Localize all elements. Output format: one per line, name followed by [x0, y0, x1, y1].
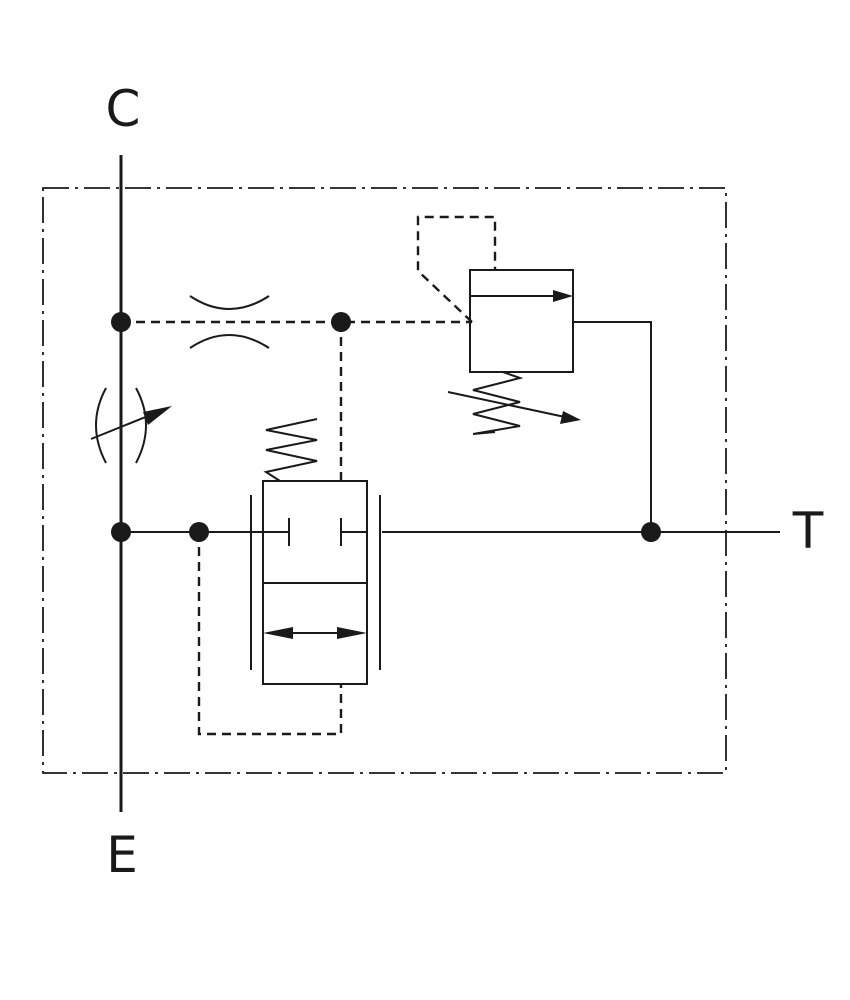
junction-dot	[111, 522, 131, 542]
variable-throttle	[90, 387, 172, 464]
junction-dot	[331, 312, 351, 332]
junction-dot	[111, 312, 131, 332]
port-e-label: E	[106, 826, 138, 884]
relief-valve	[469, 269, 652, 532]
port-c-label: C	[106, 80, 141, 138]
port-t-label: T	[792, 502, 824, 560]
pilot-line-to-spool-bottom	[197, 532, 343, 736]
spool-valve	[250, 480, 381, 685]
spool-spring	[263, 418, 318, 482]
throttle-arrow	[143, 406, 172, 425]
fixed-orifice	[189, 295, 270, 349]
junction-dot	[641, 522, 661, 542]
relief-adjustable-spring	[447, 371, 581, 435]
junction-dot	[189, 522, 209, 542]
valve-body-boundary	[42, 187, 727, 774]
relief-drain-line	[416, 215, 497, 323]
relief-return-line	[573, 321, 652, 532]
